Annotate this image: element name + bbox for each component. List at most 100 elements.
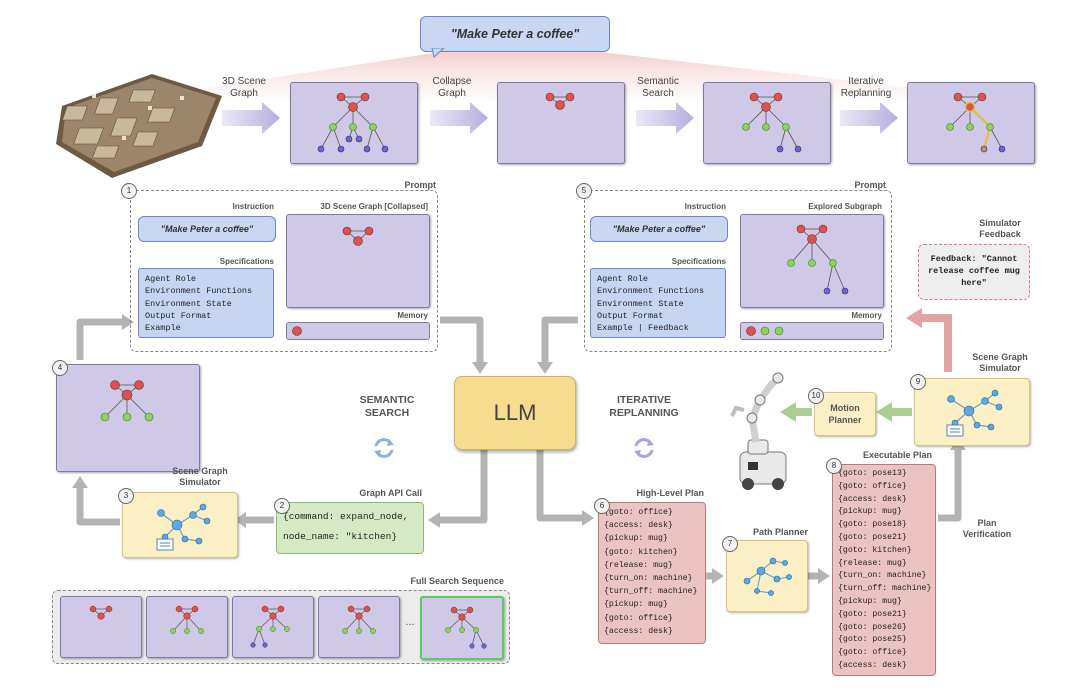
cycle-icon <box>374 438 394 458</box>
arrowhead-7 <box>712 568 724 584</box>
arrowhead-feedback <box>906 308 922 328</box>
arrowhead-prompt5 <box>537 362 553 374</box>
cycle-icon <box>634 438 654 458</box>
collapsed-graph-panel <box>286 214 430 308</box>
step9-label-line: Simulator <box>979 363 1021 373</box>
arrowhead-robot <box>780 402 796 422</box>
sequence-ellipsis: ... <box>405 616 415 628</box>
step-number-8: 8 <box>826 458 842 474</box>
plan-step: {pickup: mug} <box>838 596 902 606</box>
sequence-graph <box>342 605 376 634</box>
plan-step: {goto: pose25} <box>838 635 907 645</box>
plan-step: {release: mug} <box>604 560 673 570</box>
flow-llm-6 <box>536 450 582 522</box>
stage-arrow-1 <box>222 102 280 134</box>
step-number-9: 9 <box>910 374 926 390</box>
simulator-feedback-box: Feedback: "Cannot release coffee mug her… <box>918 244 1030 300</box>
scene-graph-collapsed <box>545 92 575 110</box>
plan-step: {turn_on: machine} <box>838 571 927 581</box>
sequence-graph <box>170 605 204 634</box>
query-bubble-tail <box>431 48 445 58</box>
arrowhead-prompt1 <box>122 314 134 330</box>
prompt-label-right: Prompt <box>854 180 887 190</box>
api-call-line: {command: expand_node, <box>283 511 409 522</box>
memory-bar-right <box>740 322 884 340</box>
scene-graph-simulator-right <box>914 378 1030 446</box>
graph-panel-step4 <box>56 364 200 472</box>
step-number-2: 2 <box>274 498 290 514</box>
arrowhead-6 <box>582 510 594 526</box>
sequence-graph <box>250 605 290 648</box>
building-3d-model <box>56 74 222 178</box>
graph-panel-searched <box>703 82 831 164</box>
plan-step: {pickup: mug} <box>604 600 668 610</box>
plan-step: {goto: office} <box>838 481 907 491</box>
plan-verification-line: Plan <box>977 518 997 528</box>
scene-graph-collapsed-small <box>342 226 374 246</box>
full-search-label: Full Search Sequence <box>410 576 504 586</box>
spec-item: Environment State <box>597 298 684 309</box>
arrowhead-2 <box>428 512 440 528</box>
arrowhead-8 <box>818 568 830 584</box>
high-level-plan-label: High-Level Plan <box>636 488 704 498</box>
instruction-label-left: Instruction <box>232 202 274 211</box>
plan-step: {turn_on: machine} <box>604 574 693 584</box>
plan-step: {access: desk} <box>604 626 673 636</box>
feedback-line: Feedback: "Cannot <box>930 254 1018 264</box>
graph-panel-replanning <box>907 82 1035 164</box>
spec-item: Example | Feedback <box>597 323 689 334</box>
prompt-label-left: Prompt <box>404 180 437 190</box>
plan-step: {goto: office} <box>838 648 907 658</box>
plan-step: {goto: office} <box>604 613 673 623</box>
flow-feedback <box>922 314 952 372</box>
plan-step: {goto: office} <box>604 508 673 517</box>
flow-prompt1-llm <box>440 316 484 362</box>
plan-step: {access: desk} <box>838 494 907 504</box>
graph-label-right: Explored Subgraph <box>808 202 882 211</box>
replanning-line: ITERATIVE <box>616 394 672 406</box>
step-number-10: 10 <box>808 388 824 404</box>
step-number-7: 7 <box>722 536 738 552</box>
sequence-frame-4 <box>318 596 400 658</box>
sequence-graph <box>89 605 113 620</box>
path-planner-box <box>726 540 808 612</box>
flow-4-prompt1 <box>76 318 122 360</box>
stage-label-iterative-replanning: Iterative Replanning <box>840 76 892 99</box>
graph-panel-collapsed <box>497 82 625 164</box>
graph-label-left: 3D Scene Graph [Collapsed] <box>320 202 428 211</box>
flow-llm-2 <box>440 450 488 524</box>
api-call-line: node_name: "kitchen} <box>283 531 398 542</box>
simulator-graph-icon <box>156 503 211 551</box>
step-number-5: 5 <box>576 183 592 199</box>
scene-graph-full <box>317 92 389 153</box>
instruction-bubble-right: "Make Peter a coffee" <box>590 216 728 242</box>
plan-step: {goto: pose21} <box>838 609 907 619</box>
step3-label-line: Scene Graph <box>172 466 228 476</box>
executable-plan-box: {goto: pose13} {goto: office} {access: d… <box>832 464 936 676</box>
high-level-plan-box: {goto: office} {access: desk} {pickup: m… <box>598 502 706 644</box>
specifications-list-right: Agent Role Environment Functions Environ… <box>590 268 726 338</box>
graph-panel-full <box>290 82 418 164</box>
specifications-list-left: Agent Role Environment Functions Environ… <box>138 268 274 338</box>
semantic-search-line: SEMANTIC <box>359 394 415 406</box>
replanning-line: REPLANNING <box>609 407 679 419</box>
instruction-bubble-left: "Make Peter a coffee" <box>138 216 276 242</box>
step-number-3: 3 <box>118 488 134 504</box>
sequence-frame-2 <box>146 596 228 658</box>
path-planner-graph-icon <box>743 557 792 596</box>
scene-graph-searched <box>742 92 802 153</box>
scene-graph-step4 <box>100 380 154 422</box>
arrowhead-4 <box>72 476 88 488</box>
step-number-6: 6 <box>594 498 610 514</box>
scene-graph-replanning <box>946 92 1006 153</box>
memory-nodes <box>746 326 784 336</box>
plan-step: {goto: pose13} <box>838 469 907 478</box>
stage-label-collapse-graph: Collapse Graph <box>432 76 472 99</box>
memory-label-right: Memory <box>851 311 882 320</box>
step-number-1: 1 <box>121 183 137 199</box>
plan-step: {turn_off: machine} <box>604 587 698 597</box>
plan-step: {pickup: mug} <box>838 507 902 517</box>
semantic-search-label: SEMANTIC SEARCH <box>344 394 430 420</box>
motion-planner-line: Motion <box>830 403 860 413</box>
query-bubble: "Make Peter a coffee" <box>420 16 610 52</box>
